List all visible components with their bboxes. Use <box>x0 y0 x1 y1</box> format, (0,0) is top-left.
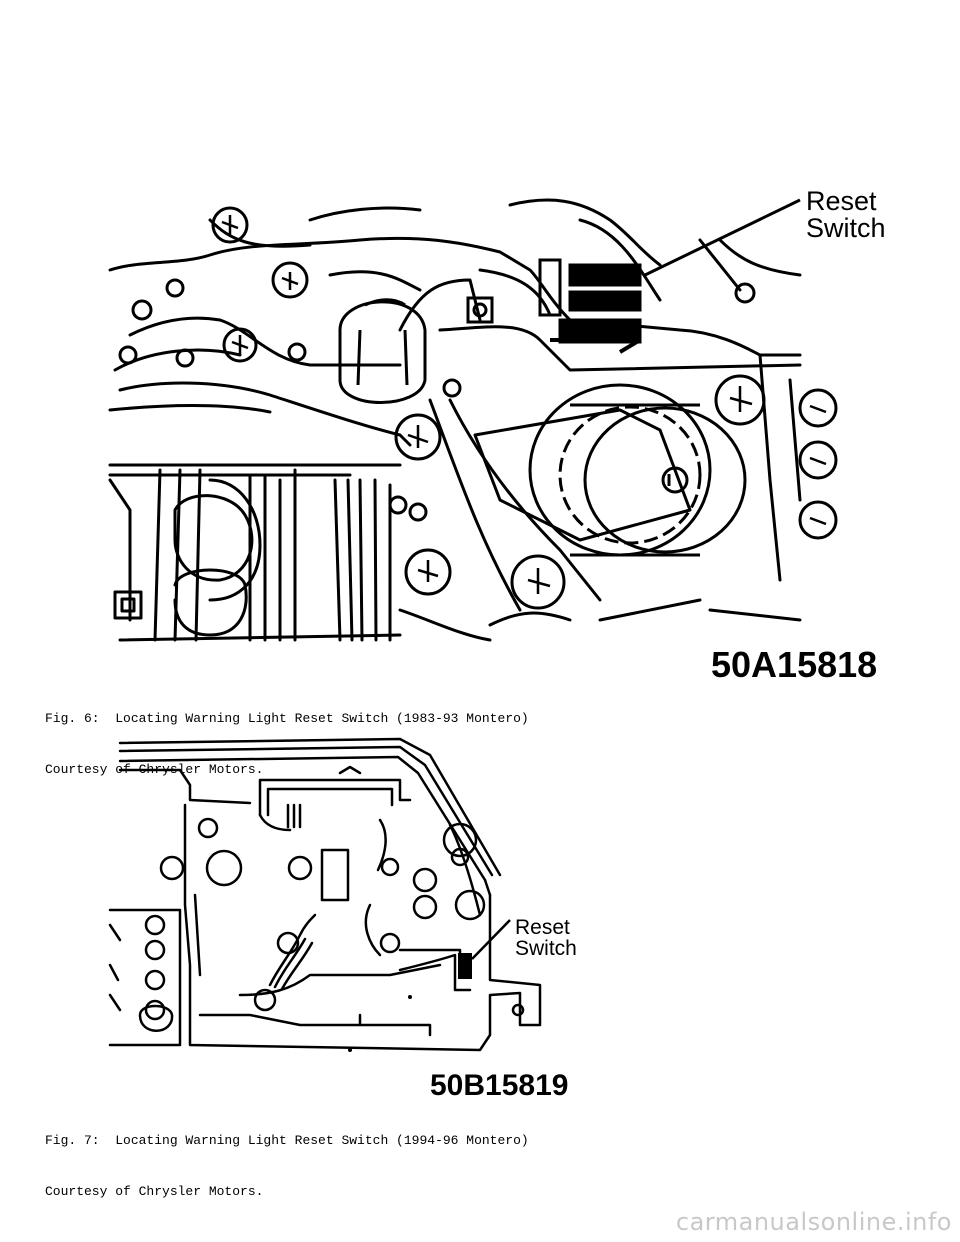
figure-7-callout-line1: Reset <box>515 916 570 939</box>
figure-7-callout-line2: Switch <box>515 937 577 960</box>
figure-7-caption-credit: Courtesy of Chrysler Motors. <box>45 1184 264 1199</box>
figure-6-reset-switch-callout: Reset Switch <box>806 188 886 242</box>
figure-6-callout-line1: Reset <box>806 186 877 216</box>
figure-7-caption-title: Fig. 7: Locating Warning Light Reset Swi… <box>45 1133 529 1148</box>
figure-6-caption-title: Fig. 6: Locating Warning Light Reset Swi… <box>45 711 529 726</box>
figure-6-illustration <box>100 180 840 650</box>
figure-6-caption: Fig. 6: Locating Warning Light Reset Swi… <box>45 676 529 795</box>
figure-7-drawing <box>108 737 542 1052</box>
figure-6-callout-line2: Switch <box>806 213 886 243</box>
figure-7-reset-switch-callout: Reset Switch <box>515 917 577 959</box>
figure-7-illustration <box>100 725 550 1065</box>
figure-6-code: 50A15818 <box>711 644 878 685</box>
figure-6-drawing <box>108 198 838 642</box>
figure-7-code: 50B15819 <box>430 1069 569 1102</box>
figure-6-caption-credit: Courtesy of Chrysler Motors. <box>45 762 264 777</box>
figure-7-caption: Fig. 7: Locating Warning Light Reset Swi… <box>45 1098 529 1217</box>
site-watermark: carmanualsonline.info <box>675 1208 952 1236</box>
